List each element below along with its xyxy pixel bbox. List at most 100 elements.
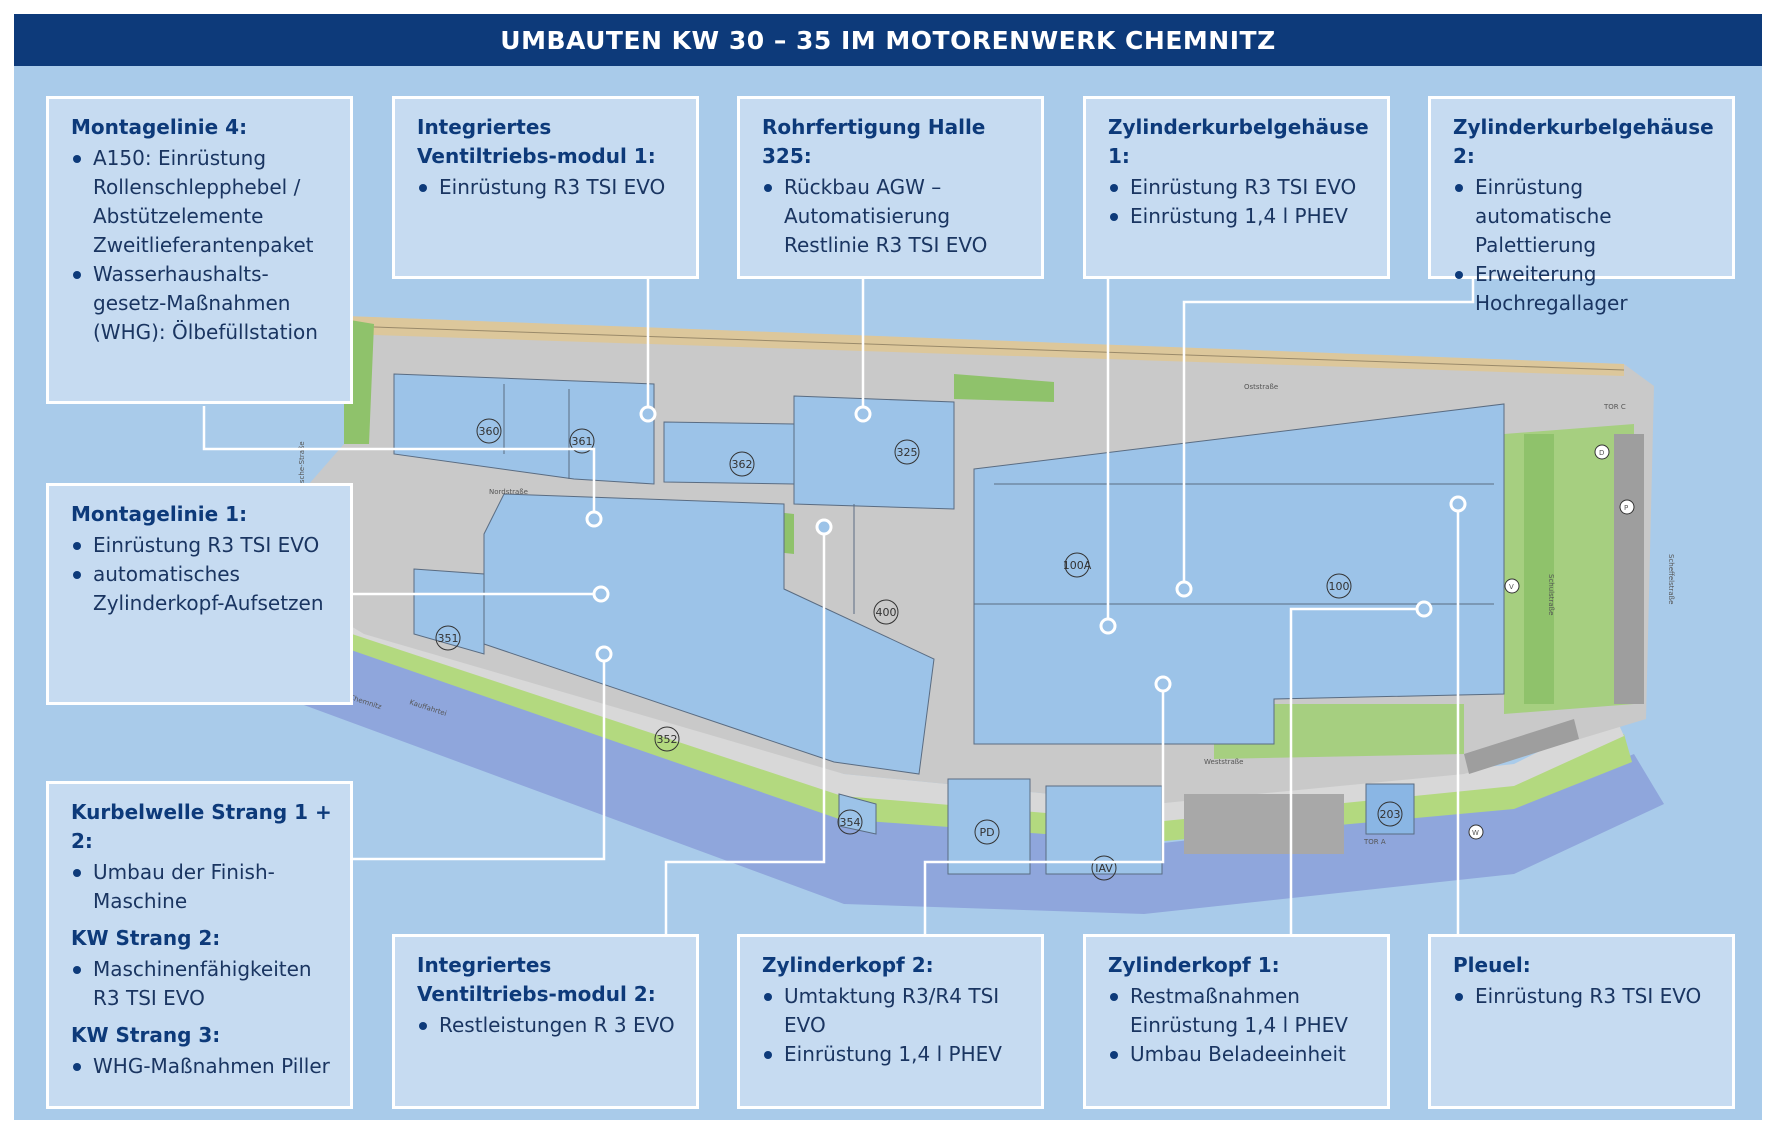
- callout-zylinderkopf-2: Zylinderkopf 2: Umtaktung R3/R4 TSI EVO …: [737, 934, 1044, 1109]
- list-item: Rückbau AGW – Automatisierung Restlinie …: [762, 173, 1027, 260]
- callout-rohrfertigung-325: Rohrfertigung Halle 325: Rückbau AGW – A…: [737, 96, 1044, 279]
- hall-label: 361: [572, 435, 593, 448]
- hall-label-circle: [894, 439, 920, 465]
- box-list: Rückbau AGW – Automatisierung Restlinie …: [762, 173, 1027, 260]
- callout-kurbelwelle: Kurbelwelle Strang 1 + 2: Umbau der Fini…: [46, 781, 353, 1109]
- rail-strip: [344, 316, 1624, 376]
- box-heading: Kurbelwelle Strang 1 + 2:: [71, 800, 332, 853]
- list-item: Einrüstung 1,4 l PHEV: [1108, 202, 1373, 231]
- hall-label: PD: [979, 826, 994, 839]
- callout-ventiltriebsmodul-1: Integriertes Ventiltriebs-modul 1: Einrü…: [392, 96, 699, 279]
- parking-south: [1184, 794, 1344, 854]
- box-list: Restleistungen R 3 EVO: [417, 1011, 682, 1040]
- hall-label-circle: [837, 809, 863, 835]
- hall-label-circle: [873, 599, 899, 625]
- hall-label-circle: [569, 428, 595, 454]
- callout-pleuel: Pleuel: Einrüstung R3 TSI EVO: [1428, 934, 1735, 1109]
- list-item: Umtaktung R3/R4 TSI EVO: [762, 982, 1027, 1040]
- box-list: Umbau der Finish-Maschine: [71, 858, 336, 916]
- box-heading: Rohrfertigung Halle 325:: [762, 115, 986, 168]
- hall-351: [413, 568, 485, 655]
- hall-label: 352: [657, 733, 678, 746]
- box-heading: Pleuel:: [1453, 953, 1531, 977]
- hall-label: 360: [479, 425, 500, 438]
- list-item: Restmaßnahmen Einrüstung 1,4 l PHEV: [1108, 982, 1373, 1040]
- list-item: Einrüstung R3 TSI EVO: [1453, 982, 1718, 1011]
- box-list: Einrüstung R3 TSI EVO: [417, 173, 682, 202]
- hall-label-circle: [974, 819, 1000, 845]
- street-label: Johann-Esche-Straße: [298, 441, 306, 515]
- list-item: automatisches Zylinderkopf-Aufsetzen: [71, 560, 336, 618]
- box-heading: Integriertes Ventiltriebs-modul 2:: [417, 953, 656, 1006]
- hall-label-circle: [654, 726, 680, 752]
- marker-w: W: [1472, 829, 1479, 837]
- hall-pd: [947, 778, 1031, 875]
- page-title: UMBAUTEN KW 30 – 35 IM MOTORENWERK CHEMN…: [14, 14, 1762, 66]
- rail-line: [343, 325, 1625, 371]
- box-heading: KW Strang 2:: [71, 926, 221, 950]
- box-list: Einrüstung R3 TSI EVO Einrüstung 1,4 l P…: [1108, 173, 1373, 231]
- box-heading: Zylinderkurbelgehäuse 2:: [1453, 115, 1714, 168]
- marker-v: V: [1509, 583, 1514, 591]
- hall-label: 354: [840, 816, 861, 829]
- list-item: Umbau der Finish-Maschine: [71, 858, 336, 916]
- box-heading: Zylinderkopf 2:: [762, 953, 934, 977]
- box-list: WHG-Maßnahmen Piller: [71, 1052, 336, 1081]
- box-heading: KW Strang 3:: [71, 1023, 221, 1047]
- list-item: Umbau Beladeeinheit: [1108, 1040, 1373, 1069]
- hall-label: 362: [732, 458, 753, 471]
- hall-label-circle: [1377, 801, 1403, 827]
- marker-d: D: [1599, 449, 1604, 457]
- parking-southeast: [1464, 719, 1579, 774]
- street-label: Weststraße: [1204, 758, 1243, 766]
- hall-label: 203: [1380, 808, 1401, 821]
- box-heading: Montagelinie 1:: [71, 502, 248, 526]
- box-list: Einrüstung R3 TSI EVO automatisches Zyli…: [71, 531, 336, 618]
- hall-100-100A: [973, 403, 1505, 745]
- box-heading: Montagelinie 4:: [71, 115, 248, 139]
- hall-label: 100A: [1063, 559, 1092, 572]
- hall-label: 100: [1329, 580, 1350, 593]
- callout-zylinderkopf-1: Zylinderkopf 1: Restmaßnahmen Einrüstung…: [1083, 934, 1390, 1109]
- hall-362: [663, 421, 795, 485]
- callout-lines: [202, 279, 1475, 934]
- callout-montagelinie-1: Montagelinie 1: Einrüstung R3 TSI EVO au…: [46, 483, 353, 705]
- callout-ventiltriebsmodul-2: Integriertes Ventiltriebs-modul 2: Restl…: [392, 934, 699, 1109]
- list-item: Wasserhaushalts-gesetz-Maßnahmen (WHG): …: [71, 260, 336, 347]
- callout-montagelinie-4: Montagelinie 4: A150: Einrüstung Rollens…: [46, 96, 353, 404]
- callout-zylinderkurbelgehaeuse-2: Zylinderkurbelgehäuse 2: Einrüstung auto…: [1428, 96, 1735, 315]
- hall-label: 351: [438, 632, 459, 645]
- hall-352: [483, 493, 935, 775]
- box-heading: Integriertes Ventiltriebs-modul 1:: [417, 115, 656, 168]
- street-label: Oststraße: [1244, 383, 1278, 391]
- list-item: Einrüstung R3 TSI EVO: [1108, 173, 1373, 202]
- hall-label-circle: [1091, 855, 1117, 881]
- list-item: WHG-Maßnahmen Piller: [71, 1052, 336, 1081]
- box-list: Restmaßnahmen Einrüstung 1,4 l PHEV Umba…: [1108, 982, 1373, 1069]
- hall-iav: [1045, 785, 1163, 875]
- green-area-north: [954, 374, 1054, 402]
- hall-354: [838, 793, 877, 835]
- site-map: 360361362325100A100400351352354PDIAV203 …: [202, 279, 1675, 934]
- street-label: Scheffelstraße: [1667, 554, 1675, 604]
- street-label: Nordstraße: [489, 488, 528, 496]
- marker-tor-c: TOR C: [1603, 403, 1626, 411]
- marker-p: P: [1624, 504, 1628, 512]
- callout-zylinderkurbelgehaeuse-1: Zylinderkurbelgehäuse 1: Einrüstung R3 T…: [1083, 96, 1390, 279]
- hall-label-circle: [476, 418, 502, 444]
- list-item: Einrüstung R3 TSI EVO: [417, 173, 682, 202]
- hall-label-circle: [1326, 573, 1352, 599]
- map-markers: D P V W TOR C TOR A: [1363, 403, 1635, 846]
- box-heading: Zylinderkopf 1:: [1108, 953, 1280, 977]
- hall-label-circle: [1064, 552, 1090, 578]
- hall-label: 400: [876, 606, 897, 619]
- list-item: Einrüstung 1,4 l PHEV: [762, 1040, 1027, 1069]
- list-item: Einrüstung R3 TSI EVO: [71, 531, 336, 560]
- list-item: Maschinenfähigkeiten R3 TSI EVO: [71, 955, 336, 1013]
- list-item: Restleistungen R 3 EVO: [417, 1011, 682, 1040]
- box-list: Einrüstung automatische Palettierung Erw…: [1453, 173, 1718, 318]
- box-list: Einrüstung R3 TSI EVO: [1453, 982, 1718, 1011]
- marker-tor-a: TOR A: [1363, 838, 1386, 846]
- hall-325: [793, 395, 955, 510]
